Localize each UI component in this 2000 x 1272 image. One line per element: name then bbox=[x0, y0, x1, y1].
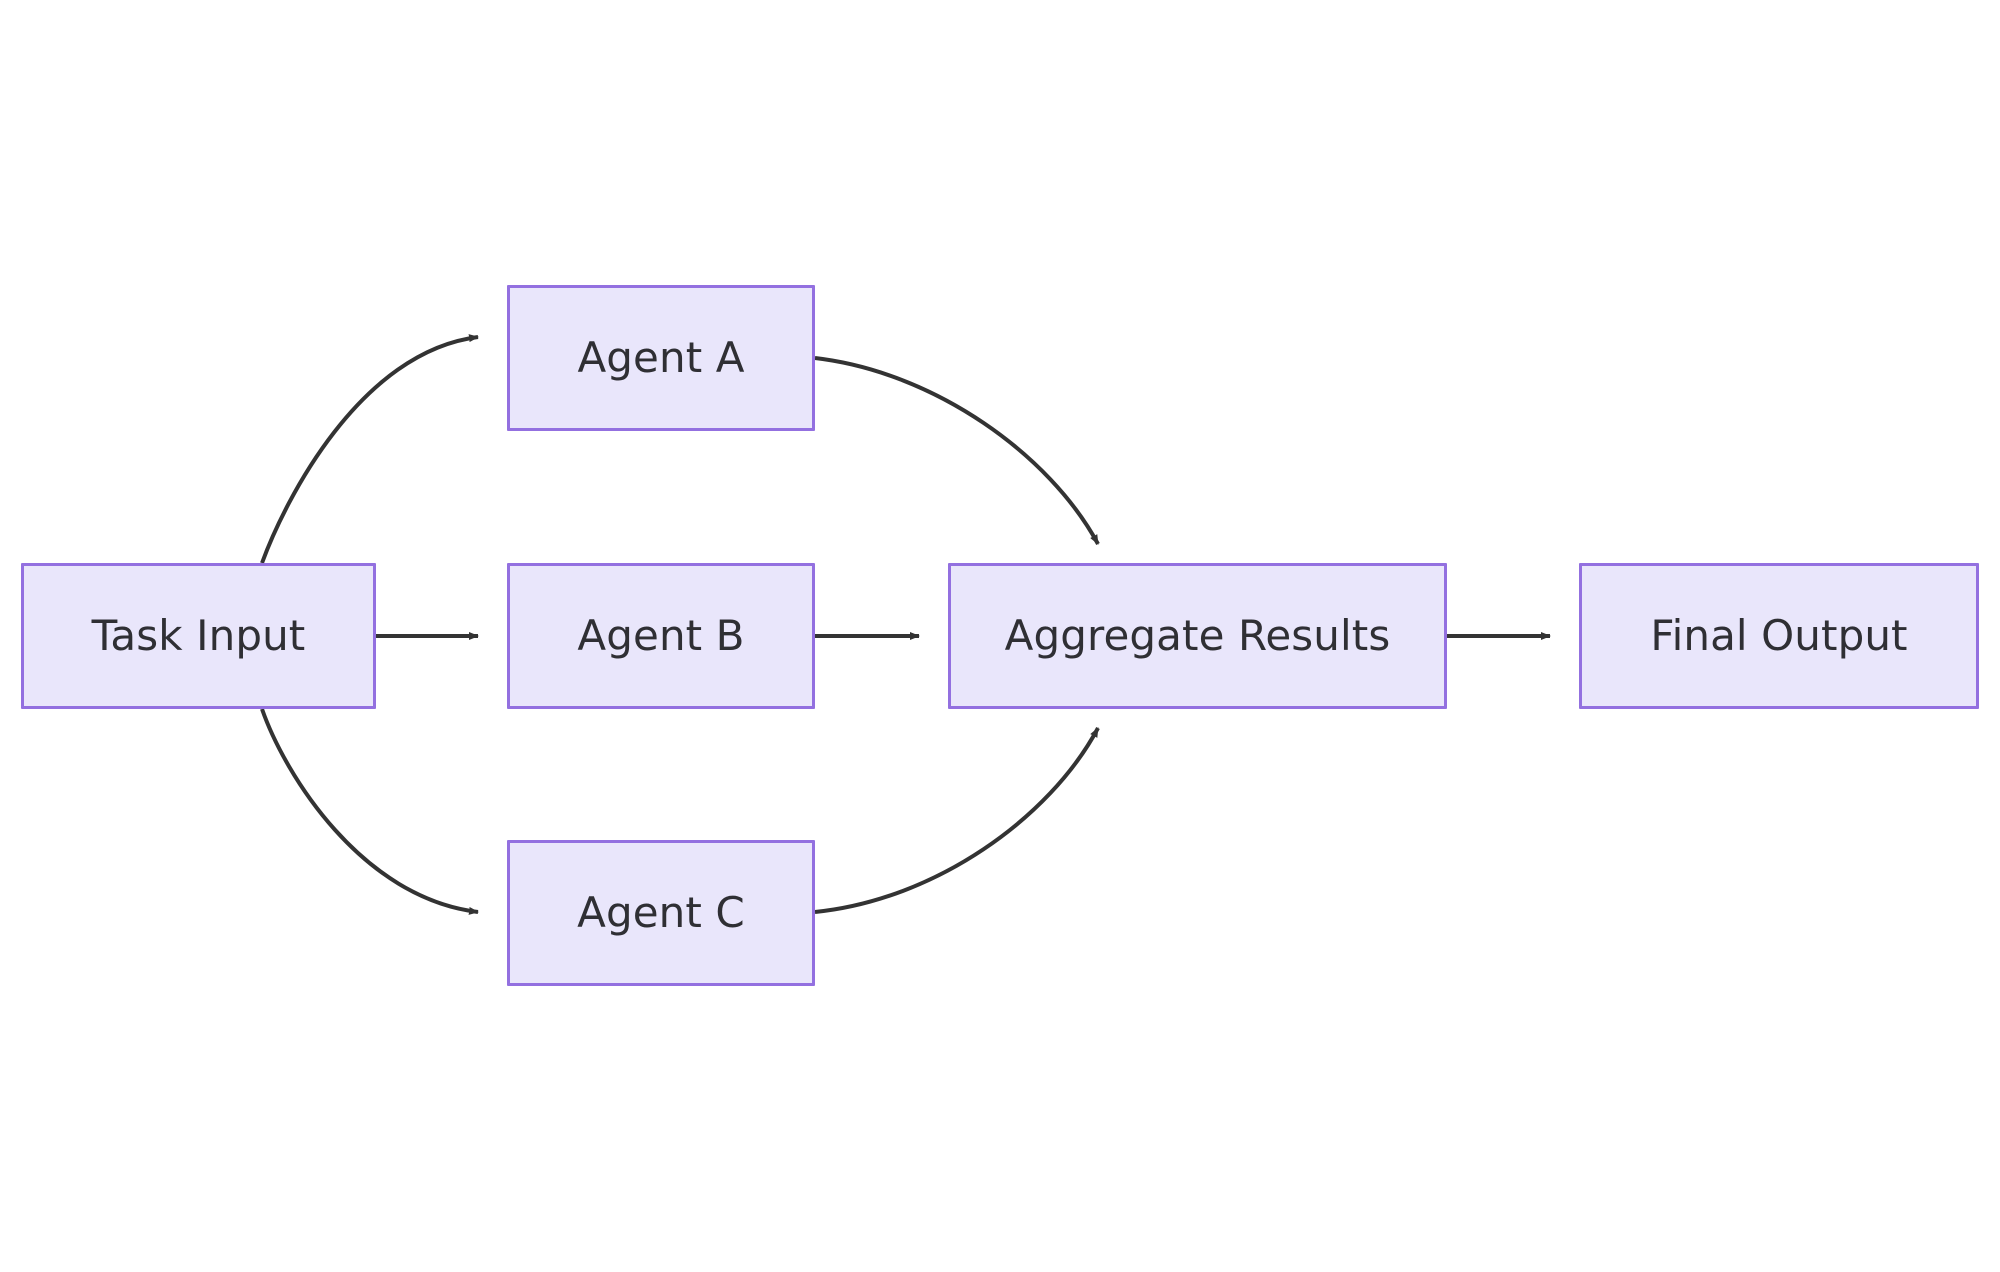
node-aggregate-results-label: Aggregate Results bbox=[1004, 611, 1391, 660]
node-agent-b[interactable]: Agent B bbox=[507, 563, 815, 709]
edge-agent-c-to-aggregate bbox=[814, 727, 1100, 914]
node-final-output[interactable]: Final Output bbox=[1579, 563, 1979, 709]
node-task-input[interactable]: Task Input bbox=[21, 563, 376, 709]
node-agent-c-label: Agent C bbox=[577, 888, 745, 937]
node-agent-b-label: Agent B bbox=[577, 611, 745, 660]
node-final-output-label: Final Output bbox=[1650, 611, 1908, 660]
node-aggregate-results[interactable]: Aggregate Results bbox=[948, 563, 1447, 709]
node-agent-a-label: Agent A bbox=[577, 333, 745, 382]
edge-agent-a-to-aggregate bbox=[814, 356, 1100, 545]
node-agent-c[interactable]: Agent C bbox=[507, 840, 815, 986]
edge-task-input-to-agent-c bbox=[260, 708, 479, 915]
node-task-input-label: Task Input bbox=[91, 611, 306, 660]
edge-task-input-to-agent-a bbox=[260, 334, 479, 564]
node-agent-a[interactable]: Agent A bbox=[507, 285, 815, 431]
